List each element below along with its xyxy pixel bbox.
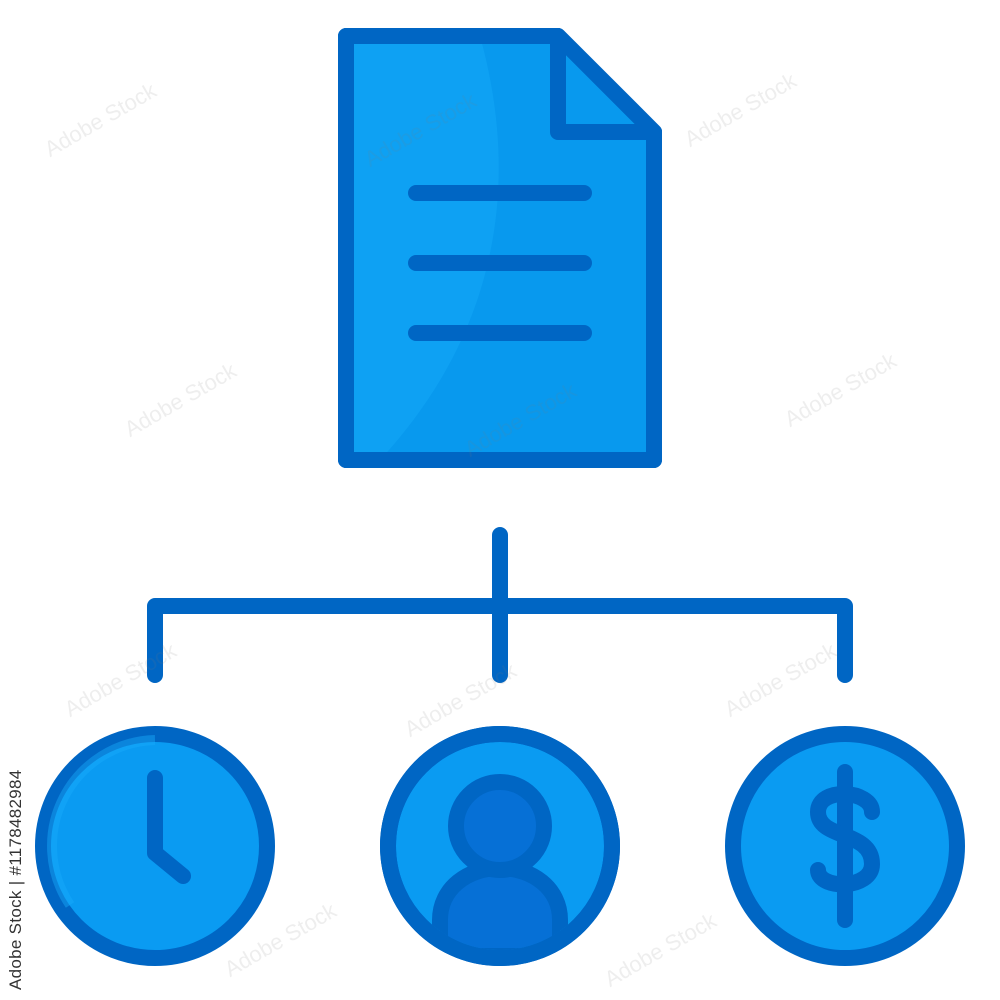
user-icon (380, 726, 620, 966)
connector-lines (147, 527, 853, 683)
document-icon (338, 28, 662, 468)
clock-icon (35, 726, 275, 966)
stock-id-label: Adobe Stock | #1178482984 (6, 769, 25, 991)
dollar-icon (725, 726, 965, 966)
